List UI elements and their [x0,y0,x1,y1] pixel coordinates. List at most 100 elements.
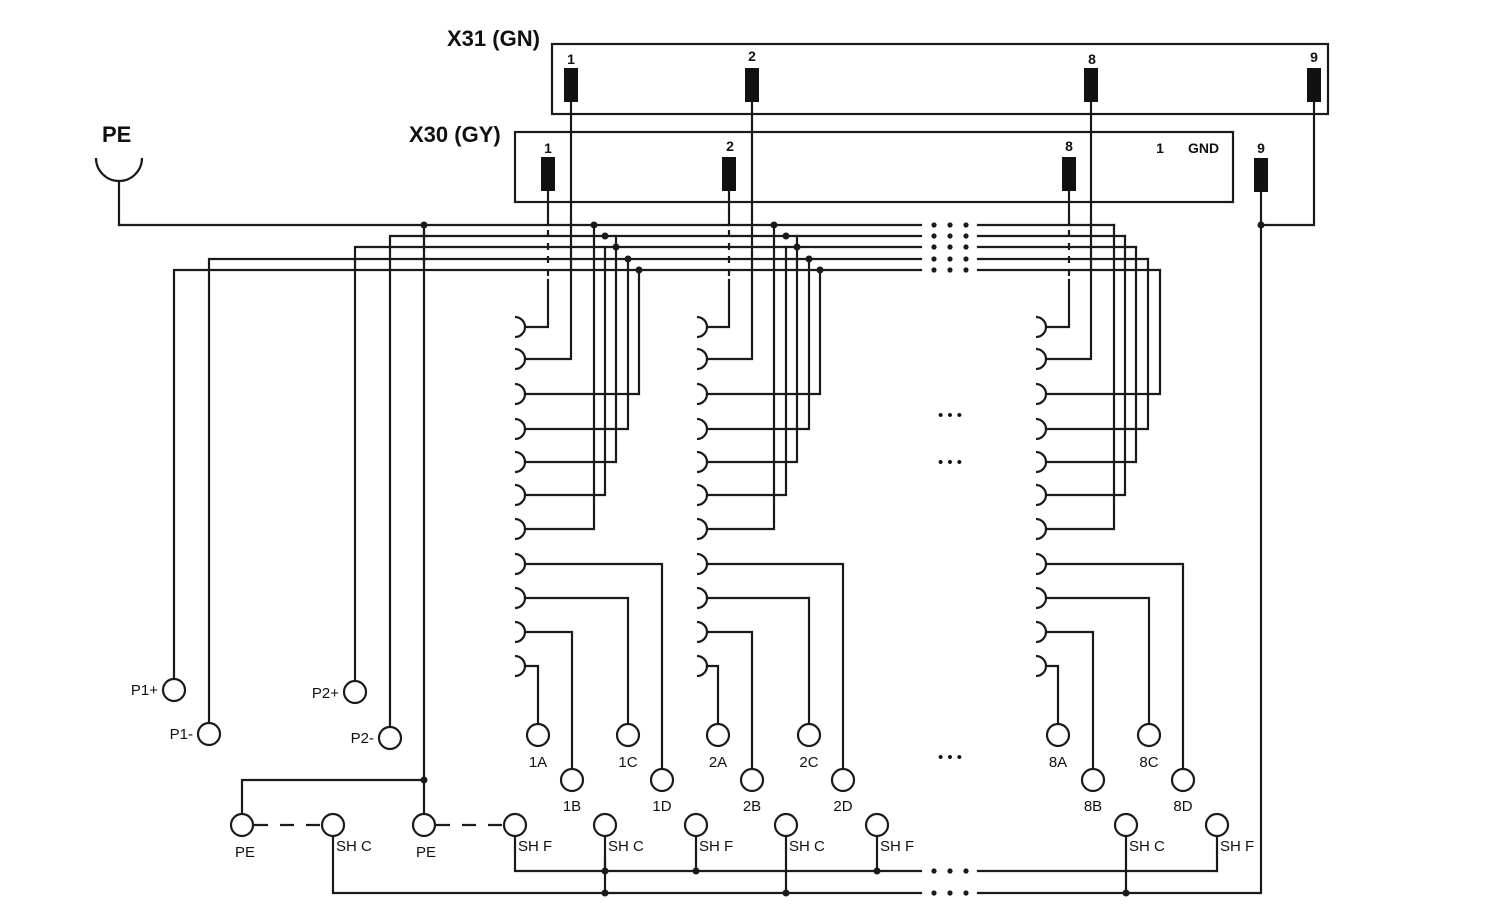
terminal-sh-c-2 [592,812,618,838]
terminal-p1-minus [196,721,222,747]
terminal-p1-plus-label: P1+ [131,682,158,699]
terminal-2d-label: 2D [833,798,852,815]
channel-1: 1A 1B 1C 1D [514,100,675,815]
shield-bus [254,823,1219,897]
x31-pin-8-label: 8 [1088,51,1096,67]
sh-c-bus [331,835,923,895]
terminal-8c-label: 8C [1139,754,1158,771]
pe-ground-symbol: PE [94,122,144,227]
terminal-ellipsis: • • • [938,749,962,766]
terminal-1b-label: 1B [563,798,581,815]
terminal-8a-label: 8A [1049,754,1067,771]
connector-x31-housing [550,42,1330,116]
terminal-1d [649,767,675,793]
terminal-pe-right-label: PE [416,844,436,861]
terminal-8b [1080,767,1106,793]
x30-pin-1-label: 1 [544,140,552,156]
connector-x30-title: X30 (GY) [409,122,501,147]
terminal-1d-label: 1D [652,798,671,815]
p2-plus-bus [353,245,923,682]
x31-pin-2-label: 2 [748,48,756,64]
x30-pin-9 [1254,158,1268,192]
p1-minus-bus [207,257,923,724]
connector-x31-title: X31 (GN) [447,26,540,51]
channel-2-sockets [696,315,709,678]
channel-ellipsis-middle: • • • [938,454,962,471]
x30-pin-2 [722,157,736,191]
terminal-pe-left [229,812,255,838]
x31-pin-9 [1307,68,1321,102]
terminal-sh-c-2-label: SH C [608,838,644,855]
x31-pin-1-label: 1 [567,51,575,67]
channel-1-sockets [514,315,527,678]
terminal-8c [1136,722,1162,748]
x30-pin-2-label: 2 [726,138,734,154]
channel-ellipsis-upper: • • • [938,407,962,424]
terminal-pe-left-label: PE [235,844,255,861]
x30-gnd-label: GND [1188,140,1219,156]
terminal-sh-f-1 [502,812,528,838]
terminal-p2-minus [377,725,403,751]
terminal-sh-c-3-label: SH C [789,838,825,855]
x31-pin-2 [745,68,759,102]
terminal-pe-right [411,812,437,838]
channel-8: 8A 8B 8C 8D [1035,100,1196,815]
terminal-p1-minus-label: P1- [170,726,193,743]
terminal-sh-f-3 [864,812,890,838]
x30-pin-8-label: 8 [1065,138,1073,154]
terminal-1c [615,722,641,748]
connector-x30: X30 (GY) 1 2 8 1 GND 9 [409,122,1268,204]
x30-pin-1 [541,157,555,191]
channel-8-sockets [1035,315,1048,678]
connector-x30-housing [513,130,1235,204]
terminal-2c [796,722,822,748]
terminal-1c-label: 1C [618,754,637,771]
terminal-sh-c-8 [1113,812,1139,838]
p2-minus-bus [388,234,923,729]
terminal-1a [525,722,551,748]
x30-pin-8 [1062,157,1076,191]
channel-2: 2A 2B 2C 2D [696,100,856,815]
terminal-8a [1045,722,1071,748]
terminal-sh-f-8 [1204,812,1230,838]
terminal-p2-minus-label: P2- [351,730,374,747]
terminal-sh-c-3 [773,812,799,838]
x31-pin-1 [564,68,578,102]
x31-pin-8 [1084,68,1098,102]
terminal-sh-f-3-label: SH F [880,838,914,855]
terminal-8d-label: 8D [1173,798,1192,815]
terminal-2c-label: 2C [799,754,818,771]
terminal-sh-f-1-label: SH F [518,838,552,855]
connector-x31: X31 (GN) 1 2 8 9 [447,26,1330,116]
terminal-8b-label: 8B [1084,798,1102,815]
terminal-p1-plus [161,677,187,703]
terminal-sh-f-2-label: SH F [699,838,733,855]
bus-lines [117,222,1162,729]
terminal-2a-label: 2A [709,754,727,771]
x30-gnd-pin-number: 1 [1156,140,1164,156]
p1-plus-bus [172,268,923,680]
bus-continuation-dots [931,222,969,273]
terminal-p2-plus-label: P2+ [312,685,339,702]
pe-symbol-label: PE [102,122,131,147]
x31-pin-9-label: 9 [1310,49,1318,65]
terminal-2b [739,767,765,793]
shield-terminals: PE SH C PE SH F SH C SH F SH C SH F SH C… [229,812,1254,861]
terminal-1a-label: 1A [529,754,547,771]
terminal-sh-c-1 [320,812,346,838]
terminal-2b-label: 2B [743,798,761,815]
terminal-sh-f-2 [683,812,709,838]
terminal-1b [559,767,585,793]
terminal-2d [830,767,856,793]
power-terminals: P1+ P1- P2+ P2- [131,677,403,751]
terminal-8d [1170,767,1196,793]
terminal-p2-plus [342,679,368,705]
terminal-sh-f-8-label: SH F [1220,838,1254,855]
x30-pin-9-label: 9 [1257,140,1265,156]
terminal-2a [705,722,731,748]
pe-arc-icon [94,157,144,183]
terminal-sh-c-1-label: SH C [336,838,372,855]
terminal-sh-c-8-label: SH C [1129,838,1165,855]
sh-f-bus [513,835,923,873]
